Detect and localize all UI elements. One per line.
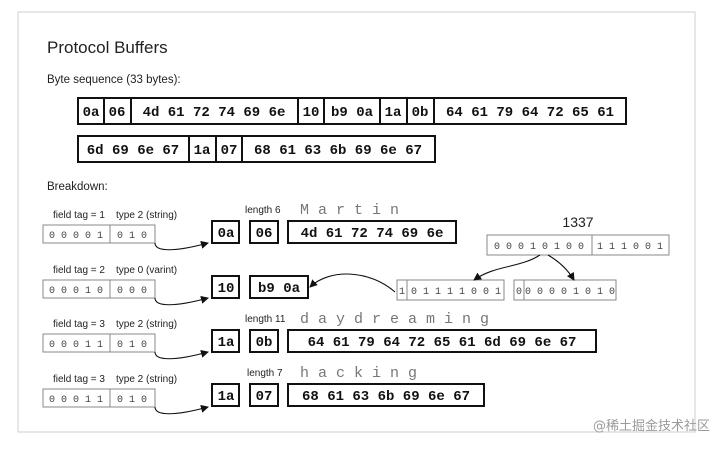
field-3: field tag = 3 type 2 (string) 0 0 0 1 1 … <box>42 311 597 360</box>
type-label: type 0 (varint) <box>116 265 177 276</box>
field-tag-label: field tag = 3 <box>53 319 105 330</box>
value-bytes: 4d 61 72 74 69 6e <box>301 226 444 242</box>
tag-bits: 0 0 0 1 1 <box>49 395 103 406</box>
type-bits: 0 0 0 <box>117 286 147 297</box>
type-bits: 0 1 0 <box>117 340 147 351</box>
watermark: @稀土掘金技术社区 <box>593 418 710 434</box>
byte-cell: 68 61 63 6b 69 6e 67 <box>254 143 422 159</box>
field-tag-label: field tag = 2 <box>53 265 105 276</box>
byte-cell: 1a <box>194 143 211 159</box>
length-byte: 07 <box>256 389 273 405</box>
field-tag-label: field tag = 3 <box>53 374 105 385</box>
byte-sequence-row-2: 6d 69 6e 67 1a 07 68 61 63 6b 69 6e 67 <box>77 135 436 163</box>
value-bytes: 64 61 79 64 72 65 61 6d 69 6e 67 <box>308 335 577 351</box>
byte-cell: 0a <box>83 105 100 121</box>
byte-cell: b9 0a <box>331 105 374 121</box>
varint-bits-low: 1 1 1 0 0 1 <box>597 242 663 253</box>
type-label: type 2 (string) <box>116 374 177 385</box>
figure-title: Protocol Buffers <box>47 38 168 57</box>
byte-sequence-label: Byte sequence (33 bytes): <box>47 74 181 86</box>
breakdown-label: Breakdown: <box>47 181 108 193</box>
type-label: type 2 (string) <box>116 210 177 221</box>
byte-cell: 4d 61 72 74 69 6e <box>143 105 286 121</box>
field-1: field tag = 1 type 2 (string) 0 0 0 0 1 … <box>42 202 457 251</box>
length-label: length 11 <box>245 314 286 325</box>
type-bits: 0 1 0 <box>117 395 147 406</box>
byte-cell: 06 <box>109 105 126 121</box>
tag-arrow <box>154 295 209 306</box>
varint-byte2-msb: 0 <box>516 287 522 298</box>
type-label: type 2 (string) <box>116 319 177 330</box>
varint-bits-high: 0 0 0 1 0 1 0 0 <box>494 242 584 253</box>
tag-bits: 0 0 0 0 1 <box>49 231 103 242</box>
field-4: field tag = 3 type 2 (string) 0 0 0 1 1 … <box>42 365 485 415</box>
value-chars: M a r t i n <box>300 202 399 219</box>
type-bits: 0 1 0 <box>117 231 147 242</box>
byte-cell: 10 <box>303 105 320 121</box>
varint-high-arrow <box>547 254 575 281</box>
varint-byte2-bits: 0 0 0 0 1 0 1 0 <box>525 287 615 298</box>
byte-sequence-row-1: 0a 06 4d 61 72 74 69 6e 10 b9 0a 1a 0b 6… <box>77 97 627 125</box>
field-tag-label: field tag = 1 <box>53 210 105 221</box>
value-bytes: b9 0a <box>258 281 301 297</box>
varint-byte1-bits: 0 1 1 1 1 0 0 1 <box>411 287 501 298</box>
length-byte: 0b <box>256 335 273 351</box>
byte-cell: 64 61 79 64 72 65 61 <box>446 105 614 121</box>
tag-byte: 1a <box>218 335 235 351</box>
tag-arrow <box>154 349 209 360</box>
value-bytes: 68 61 63 6b 69 6e 67 <box>302 389 470 405</box>
byte-cell: 6d 69 6e 67 <box>87 143 179 159</box>
length-byte: 06 <box>256 226 273 242</box>
length-label: length 6 <box>245 205 281 216</box>
varint-encode-arrow <box>309 273 396 293</box>
byte-cell: 1a <box>385 105 402 121</box>
value-chars: h a c k i n g <box>300 365 417 382</box>
tag-bits: 0 0 0 1 0 <box>49 286 103 297</box>
tag-byte: 10 <box>218 281 235 297</box>
tag-byte: 0a <box>218 226 235 242</box>
field-2: field tag = 2 type 0 (varint) 0 0 0 1 0 … <box>42 214 670 306</box>
value-chars: d a y d r e a m i n g <box>300 311 489 328</box>
tag-arrow <box>154 404 209 415</box>
tag-byte: 1a <box>218 389 235 405</box>
tag-arrow <box>154 240 209 251</box>
varint-low-arrow <box>473 254 541 281</box>
byte-cell: 07 <box>221 143 238 159</box>
byte-cell: 0b <box>412 105 429 121</box>
length-label: length 7 <box>247 368 283 379</box>
tag-bits: 0 0 0 1 1 <box>49 340 103 351</box>
varint-value: 1337 <box>562 214 593 230</box>
varint-byte1-msb: 1 <box>399 287 405 298</box>
